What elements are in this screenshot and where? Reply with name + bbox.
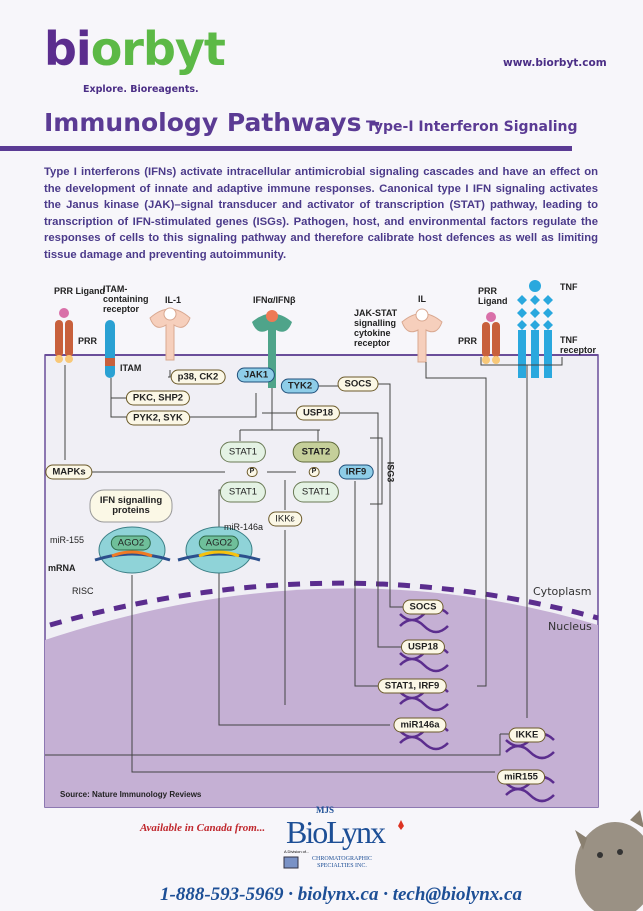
cytoplasm-label: Cytoplasm xyxy=(533,585,592,598)
p38-ck2-node: p38, CK2 xyxy=(170,369,226,385)
il-receptor xyxy=(401,308,443,363)
jak1-node: JAK1 xyxy=(236,367,276,383)
prr-right-receptor xyxy=(482,312,500,364)
source-note: Source: Nature Immunology Reviews xyxy=(60,790,202,799)
stat2-node: STAT2 xyxy=(292,441,340,463)
prr-label-2: PRR xyxy=(458,336,478,346)
page-title: Immunology Pathways - xyxy=(44,108,381,137)
irf9-node: IRF9 xyxy=(338,464,374,480)
tnf-receptor xyxy=(517,280,553,378)
biolynx-logo: BioLynx xyxy=(286,814,386,850)
nucleus-gene-ikke: IKKE xyxy=(508,727,546,743)
cat-photo xyxy=(575,810,643,911)
website-link[interactable]: www.biorbyt.com xyxy=(503,57,607,69)
nucleus-gene-mir155: miR155 xyxy=(497,769,545,785)
availability-note: Available in Canada from... xyxy=(140,822,266,834)
title-divider xyxy=(0,146,572,151)
tnf-label: TNF xyxy=(560,282,578,292)
ikke-node: IKKε xyxy=(268,511,302,527)
nucleus-gene-stat1-irf9: STAT1, IRF9 xyxy=(377,678,447,694)
ifn-signalling-proteins-box xyxy=(89,489,173,523)
division-text: A Division of... xyxy=(284,849,310,854)
brand-top: MJS xyxy=(316,805,334,815)
tagline: Explore. Bioreagents. xyxy=(83,84,199,95)
il1-label: IL-1 xyxy=(165,295,182,305)
tyk2-node: TYK2 xyxy=(280,378,320,394)
mir155-label: miR-155 xyxy=(50,535,85,545)
nucleus-gene-usp18: USP18 xyxy=(400,639,446,655)
company-name: CHROMATOGRAPHIC SPECIALTIES INC. xyxy=(312,856,372,869)
pathway-connectors xyxy=(45,357,563,773)
itam-receptor-label: ITAM-containing receptor xyxy=(103,284,149,314)
isg3-label: ISG3 xyxy=(385,461,396,483)
prr-label: PRR xyxy=(78,336,98,346)
il1-receptor xyxy=(149,307,191,361)
biorbyt-logo: biorbyt xyxy=(44,22,226,76)
tnf-receptor-label: TNF receptor xyxy=(560,335,597,355)
nucleus-region xyxy=(45,588,598,807)
ifn-label: IFNα/IFNβ xyxy=(253,295,296,305)
stat1-node: STAT1 xyxy=(219,441,267,463)
pkc-shp2-node: PKC, SHP2 xyxy=(125,390,191,406)
chromatographic-logo-icon xyxy=(283,856,299,869)
stat1-node: STAT1 xyxy=(292,481,340,503)
il-label: IL xyxy=(418,294,426,304)
usp18-node: USP18 xyxy=(295,405,341,421)
nucleus-gene-mir146a: miR146a xyxy=(393,717,447,733)
nucleus-gene-socs: SOCS xyxy=(402,599,444,615)
socs-node: SOCS xyxy=(337,376,379,392)
intro-paragraph: Type I interferons (IFNs) activate intra… xyxy=(44,166,598,261)
phosphate-badge: P xyxy=(308,467,320,477)
ifn-signalling-proteins-label: IFN signalling proteins xyxy=(99,495,163,516)
mrna-label: mRNA xyxy=(48,563,76,573)
phosphate-badge: P xyxy=(246,467,258,477)
contact-line[interactable]: 1-888-593-5969 · biolynx.ca · tech@bioly… xyxy=(160,884,522,905)
itam-receptor xyxy=(105,320,115,378)
itam-label: ITAM xyxy=(120,363,142,373)
page-subtitle: Type-I Interferon Signaling xyxy=(366,119,578,135)
prr-ligand-label: PRR Ligand xyxy=(54,286,105,296)
risc-label: RISC xyxy=(72,586,94,596)
mapks-node: MAPKs xyxy=(45,464,93,480)
prr-left-receptor xyxy=(55,308,73,363)
nucleus-label: Nucleus xyxy=(548,620,592,633)
maple-leaf-icon xyxy=(398,820,404,830)
prr-ligand-label-2: PRR Ligand xyxy=(478,286,508,306)
jakstat-receptor-label: JAK-STAT signalling cytokine receptor xyxy=(354,308,398,348)
mir146a-label: miR-146a xyxy=(224,522,264,532)
ago2-node: AGO2 xyxy=(110,535,152,551)
pyk2-syk-node: PYK2, SYK xyxy=(126,410,190,426)
ago2-node: AGO2 xyxy=(198,535,240,551)
ifn-receptor xyxy=(252,310,292,388)
stat1-node: STAT1 xyxy=(219,481,267,503)
